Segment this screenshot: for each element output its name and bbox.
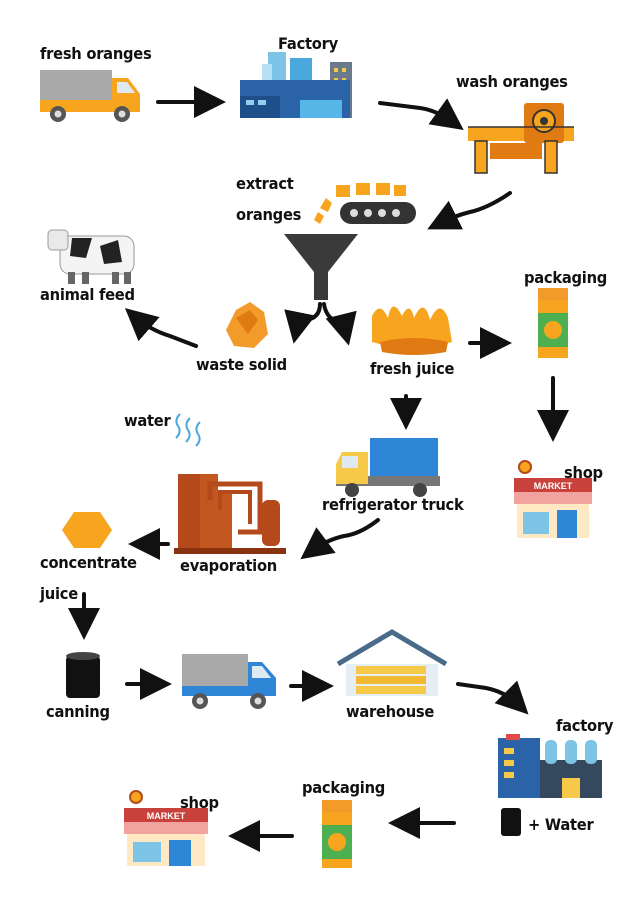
label-wash-oranges: wash oranges [456, 72, 568, 91]
conveyor-belt-icon [314, 183, 416, 224]
waste-solid-icon [226, 302, 268, 348]
juice-bottle-icon [538, 288, 568, 358]
washing-machine-icon [468, 103, 574, 174]
label-factory-top: Factory [278, 34, 338, 53]
label-plus-water: + Water [528, 815, 594, 834]
warehouse-icon [336, 629, 448, 696]
label-oranges: oranges [236, 205, 302, 224]
concentrate-hexagon-icon [62, 512, 112, 548]
flow-arrow [427, 191, 512, 230]
label-shop-bottom: shop [180, 793, 219, 812]
label-juice: juice [40, 584, 78, 603]
label-waste-solid: waste solid [196, 355, 287, 374]
label-extract: extract [236, 174, 294, 193]
market-shop-icon [124, 790, 208, 866]
flow-arrow [456, 680, 529, 715]
label-shop-top: shop [564, 463, 603, 482]
label-animal-feed: animal feed [40, 285, 135, 304]
label-factory-bottom: factory [556, 716, 614, 735]
market-sign: MARKET [534, 481, 573, 491]
flow-arrow [378, 98, 464, 131]
factory-tanks-icon [498, 734, 602, 798]
label-warehouse: warehouse [346, 702, 435, 721]
flow-arrow [300, 518, 380, 560]
market-shop-icon [514, 460, 592, 538]
label-fresh-juice: fresh juice [370, 359, 455, 378]
flow-arrow [124, 308, 198, 348]
label-evaporation: evaporation [180, 556, 278, 575]
label-packaging-bottom: packaging [302, 778, 386, 797]
water-vapor-icon [175, 413, 201, 447]
flow-arrow [284, 302, 322, 344]
label-packaging-top: packaging [524, 268, 608, 287]
label-canning: canning [46, 702, 110, 721]
label-water: water [124, 411, 171, 430]
juice-bottle-icon [322, 800, 352, 868]
can-icon [501, 808, 521, 836]
factory-icon [240, 52, 352, 118]
evaporator-icon [174, 474, 286, 554]
can-icon [66, 652, 100, 698]
refrigerator-truck-icon [336, 438, 440, 497]
juice-splash-icon [372, 306, 452, 355]
cow-icon [47, 229, 135, 284]
label-fresh-oranges: fresh oranges [40, 44, 152, 63]
market-sign: MARKET [147, 811, 186, 821]
label-refrigerator-truck: refrigerator truck [322, 495, 464, 514]
delivery-truck-icon [40, 70, 140, 122]
funnel-icon [284, 234, 358, 300]
flow-arrow [322, 302, 357, 346]
label-concentrate: concentrate [40, 553, 137, 572]
delivery-truck-icon [182, 654, 276, 709]
